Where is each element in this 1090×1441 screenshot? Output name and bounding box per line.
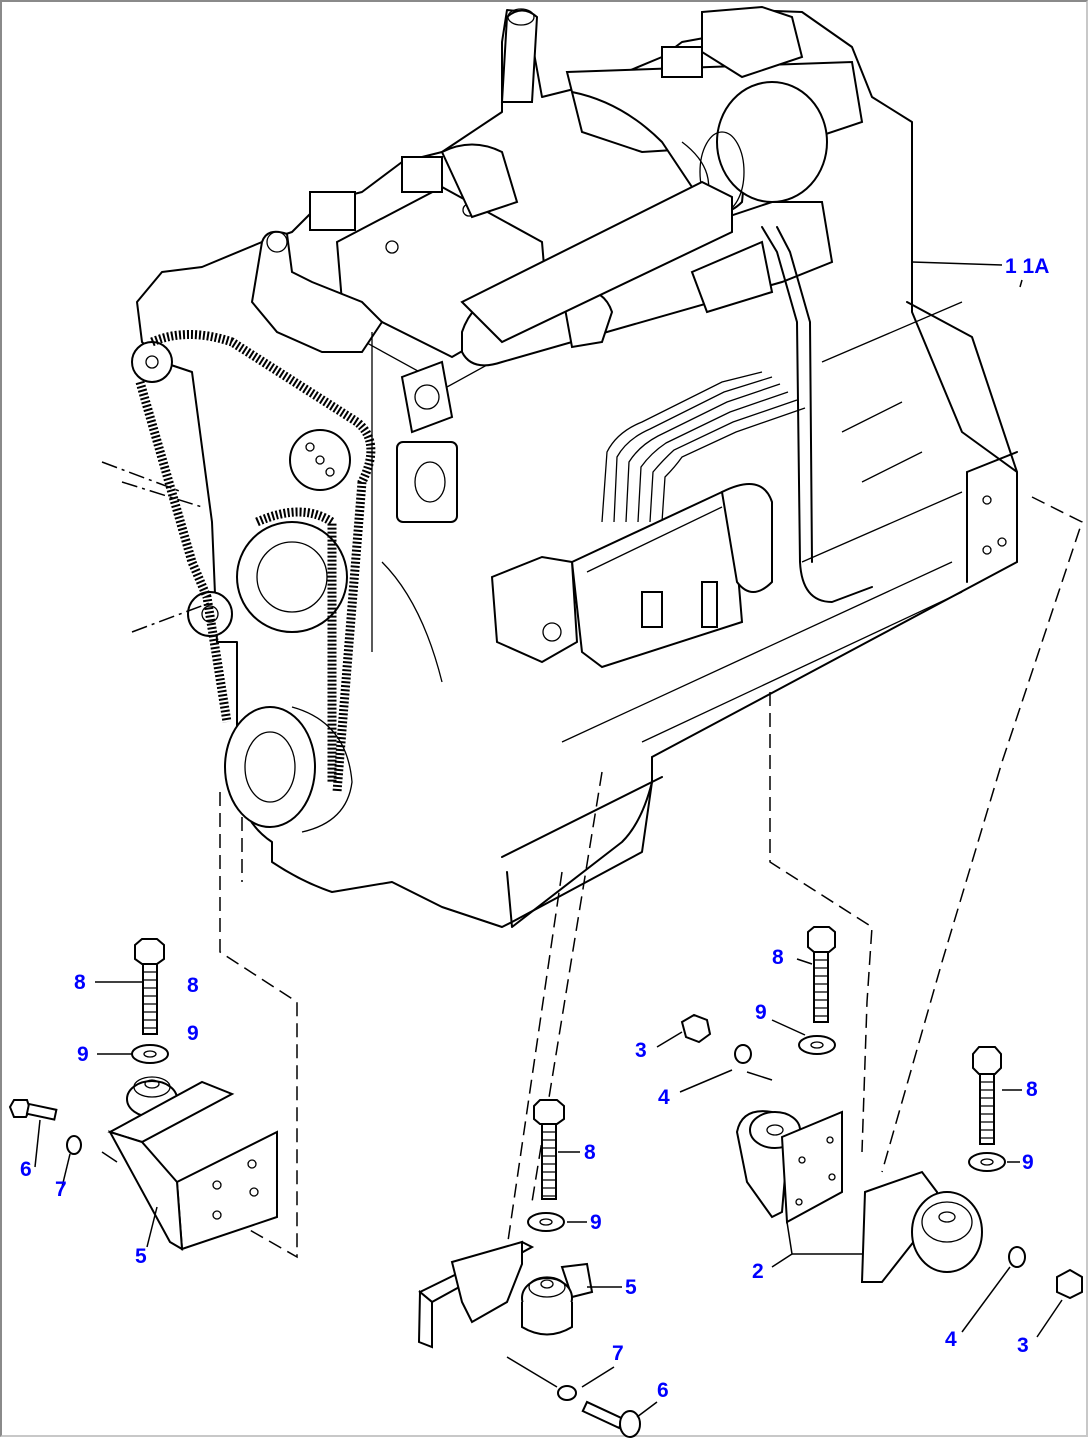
callout-right-washer-4b: 4 bbox=[945, 1328, 957, 1351]
callout-labels: 1 1A 8 8 9 9 6 7 5 8 9 5 7 6 8 9 3 4 8 9… bbox=[20, 255, 1049, 1402]
callout-right-nut-3b: 3 bbox=[1017, 1334, 1029, 1357]
callout-engine: 1 1A bbox=[1005, 255, 1049, 278]
engine-assembly bbox=[101, 5, 1018, 928]
callout-right-washer-4a: 4 bbox=[658, 1086, 670, 1109]
callout-right-bolt-8b: 8 bbox=[1026, 1078, 1038, 1101]
callout-right-bolt-8a: 8 bbox=[772, 946, 784, 969]
center-mount-assembly bbox=[417, 1099, 658, 1438]
callout-left-lockwasher-7: 7 bbox=[55, 1178, 67, 1201]
callout-center-screw-6: 6 bbox=[657, 1379, 669, 1402]
left-mount-assembly bbox=[8, 938, 278, 1251]
callout-right-mount-2: 2 bbox=[752, 1260, 764, 1283]
callout-left-bolt-8b: 8 bbox=[187, 974, 199, 997]
callout-right-washer-9b: 9 bbox=[1022, 1151, 1034, 1174]
callout-center-washer-9: 9 bbox=[590, 1211, 602, 1234]
callout-left-screw-6: 6 bbox=[20, 1158, 32, 1181]
callout-left-washer-9a: 9 bbox=[77, 1043, 89, 1066]
callout-center-bolt-8: 8 bbox=[584, 1141, 596, 1164]
callout-left-washer-9b: 9 bbox=[187, 1022, 199, 1045]
callout-center-bracket-5: 5 bbox=[625, 1276, 637, 1299]
callout-left-bracket-5: 5 bbox=[135, 1245, 147, 1268]
right-mount-assembly bbox=[656, 926, 1083, 1338]
callout-left-bolt-8a: 8 bbox=[74, 971, 86, 994]
callout-right-nut-3a: 3 bbox=[635, 1039, 647, 1062]
callout-center-lockwasher-7: 7 bbox=[612, 1342, 624, 1365]
callout-right-washer-9a: 9 bbox=[755, 1001, 767, 1024]
